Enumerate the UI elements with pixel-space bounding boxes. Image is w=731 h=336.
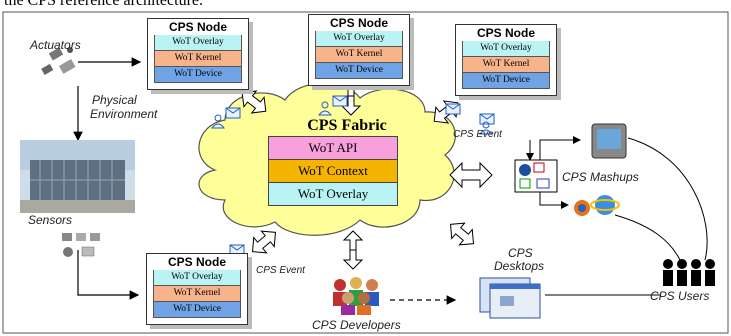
cps-node-top-right: CPS Node WoT Overlay WoT Kernel WoT Devi… — [455, 24, 557, 96]
node-title: CPS Node — [329, 16, 388, 30]
browser-users-curve — [614, 214, 681, 261]
cps-mashups-label: CPS Mashups — [562, 170, 639, 184]
mashup-to-tablet-arrow — [539, 136, 581, 160]
wot-device-layer: WoT Device — [315, 63, 403, 79]
tablet-users-curve — [627, 137, 708, 261]
browser-icons — [574, 195, 620, 216]
desktop-windows-icon — [479, 277, 541, 319]
caption-fragment: the CPS reference architecture. — [4, 0, 204, 9]
developers-icon — [333, 277, 379, 315]
node-title: CPS Node — [168, 20, 227, 34]
cps-desktops-label-1: CPS — [508, 246, 533, 260]
actuators-image — [41, 47, 76, 75]
node-title: CPS Node — [476, 26, 535, 40]
wot-overlay-layer: WoT Overlay — [462, 41, 550, 57]
wot-kernel-layer: WoT Kernel — [154, 51, 242, 67]
cps-node-top-center: CPS Node WoT Overlay WoT Kernel WoT Devi… — [308, 14, 410, 86]
cps-fabric-title: CPS Fabric — [307, 117, 387, 134]
cps-node-bottom-left: CPS Node WoT Overlay WoT Kernel WoT Devi… — [146, 253, 248, 325]
cps-node-top-left: CPS Node WoT Overlay WoT Kernel WoT Devi… — [147, 18, 249, 90]
sensors-label: Sensors — [28, 213, 73, 227]
wot-kernel-layer: WoT Kernel — [315, 47, 403, 63]
wot-overlay-layer: WoT Overlay — [154, 35, 242, 51]
wot-context-layer: WoT Context — [268, 159, 398, 183]
fabric-node-links — [241, 76, 493, 270]
wot-api-layer: WoT API — [268, 136, 398, 160]
actuators-label: Actuators — [30, 38, 81, 52]
node-title: CPS Node — [167, 255, 226, 269]
cps-users-label: CPS Users — [650, 289, 710, 303]
wot-overlay-layer: WoT Overlay — [315, 31, 403, 47]
frame-border — [2, 11, 729, 334]
wot-kernel-layer: WoT Kernel — [153, 286, 241, 302]
wot-overlay-fabric-layer: WoT Overlay — [268, 182, 398, 206]
pda-icon — [591, 123, 627, 159]
cps-developers-label: CPS Developers — [312, 318, 401, 332]
mashup-icon — [514, 159, 558, 193]
building-photo — [20, 140, 135, 213]
wot-kernel-layer: WoT Kernel — [462, 57, 550, 73]
physical-label: Physical — [92, 93, 137, 107]
sensors-image — [62, 233, 100, 257]
wot-device-layer: WoT Device — [154, 67, 242, 83]
environment-label: Environment — [90, 107, 158, 121]
users-icon — [663, 259, 715, 286]
wot-device-layer: WoT Device — [462, 73, 550, 89]
wot-device-layer: WoT Device — [153, 302, 241, 318]
cps-event-label-right: CPS Event — [453, 129, 502, 140]
wot-overlay-layer: WoT Overlay — [153, 270, 241, 286]
cps-desktops-label-2: Desktops — [494, 259, 545, 273]
sensor-arrow — [77, 250, 140, 300]
cps-event-label-bottom: CPS Event — [256, 265, 305, 276]
